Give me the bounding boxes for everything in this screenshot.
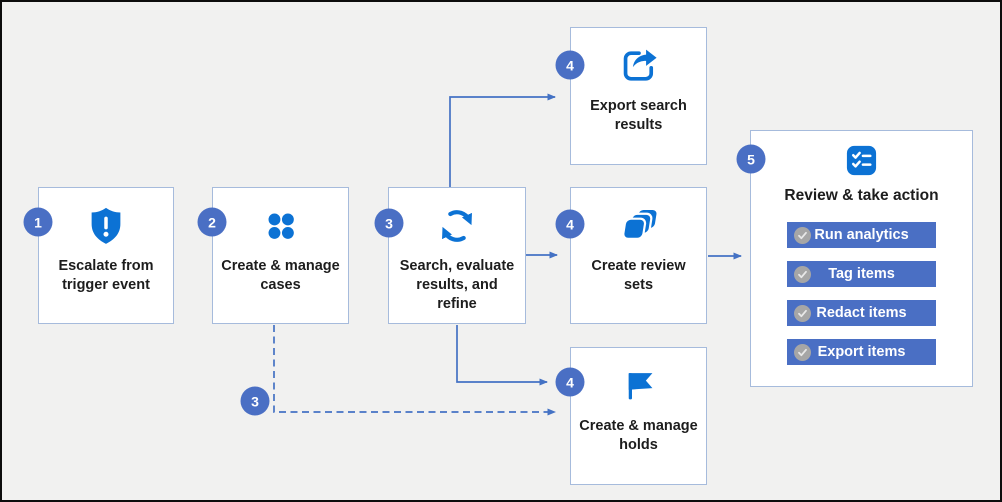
step-number-badge-4a: 4	[555, 50, 585, 80]
step-box-search: Search, evaluate results, and refine	[388, 187, 526, 324]
step-box-holds: Create & manage holds	[570, 347, 707, 485]
checklist-icon	[844, 142, 879, 178]
action-label: Redact items	[816, 305, 907, 321]
action-button-list: Run analytics Tag items	[787, 222, 936, 365]
connector-search-to-export	[449, 93, 556, 188]
badge-number: 3	[385, 215, 393, 231]
step-number-badge-2: 2	[197, 207, 227, 237]
step-box-escalate: Escalate from trigger event	[38, 187, 174, 324]
badge-number: 5	[747, 151, 755, 167]
shield-alert-icon	[86, 203, 126, 249]
step-label: Search, evaluate results, and refine	[399, 258, 515, 313]
share-export-icon	[617, 43, 661, 89]
action-label: Tag items	[828, 266, 895, 282]
check-circle-icon	[794, 226, 811, 244]
badge-number: 4	[566, 374, 574, 390]
badge-number: 3	[251, 393, 259, 409]
hold-flag-icon	[618, 363, 660, 409]
step-number-badge-1: 1	[23, 207, 53, 237]
step-label: Escalate from trigger event	[58, 258, 154, 294]
action-tag-items: Tag items	[787, 261, 936, 287]
step-box-review-sets: Create review sets	[570, 187, 707, 324]
step-label: Create & manage cases	[221, 258, 340, 294]
action-export-items: Export items	[787, 339, 936, 365]
action-redact-items: Redact items	[787, 300, 936, 326]
review-set-stack-icon	[617, 203, 661, 249]
badge-number: 1	[34, 214, 42, 230]
grid-dots-icon	[262, 203, 300, 249]
step-number-badge-4b: 4	[555, 209, 585, 239]
step-label: Create & manage holds	[579, 418, 698, 454]
step-box-export-results: Export search results	[570, 27, 707, 165]
check-circle-icon	[794, 304, 811, 322]
sync-arrows-icon	[435, 203, 479, 249]
connector-cases-to-holds-dashed	[273, 325, 556, 416]
step-label: Export search results	[590, 98, 687, 134]
step-number-badge-3: 3	[374, 208, 404, 238]
action-label: Run analytics	[814, 227, 909, 243]
step-box-cases: Create & manage cases	[212, 187, 349, 324]
review-take-action-title: Review & take action	[784, 187, 939, 204]
step-number-badge-4c: 4	[555, 367, 585, 397]
badge-number: 4	[566, 216, 574, 232]
badge-number: 2	[208, 214, 216, 230]
step-box-review-take-action: Review & take action Run analytics	[750, 130, 973, 387]
connector-search-to-holds	[456, 325, 548, 386]
step-number-badge-5: 5	[736, 144, 766, 174]
badge-number: 4	[566, 57, 574, 73]
action-run-analytics: Run analytics	[787, 222, 936, 248]
check-circle-icon	[794, 343, 811, 361]
connector-number-badge-3: 3	[240, 386, 270, 416]
step-label: Create review sets	[591, 258, 686, 294]
action-label: Export items	[817, 344, 906, 360]
check-circle-icon	[794, 265, 811, 283]
